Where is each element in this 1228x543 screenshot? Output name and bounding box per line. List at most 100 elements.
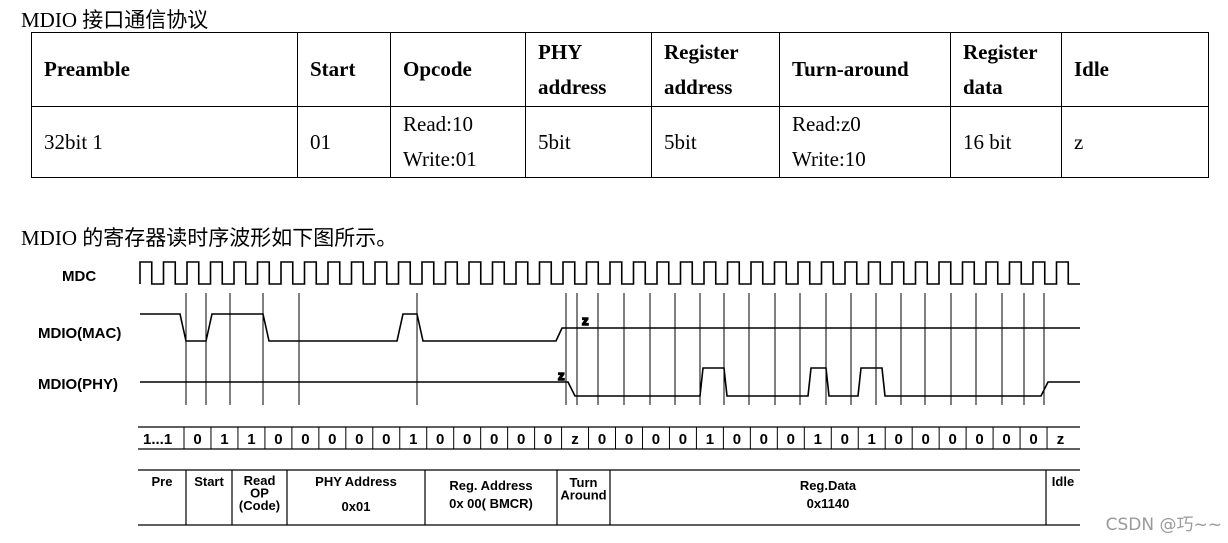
field-value: 0x01 bbox=[342, 499, 371, 514]
signal-label: MDIO(MAC) bbox=[38, 325, 121, 342]
cell-text: Turn-around bbox=[792, 57, 909, 81]
field-name: Reg.Data bbox=[800, 478, 857, 493]
frame-header-cell: Register data bbox=[950, 32, 1062, 107]
cell-text: Register bbox=[963, 39, 1038, 64]
cell-text: 16 bit bbox=[963, 129, 1012, 154]
frame-header-cell: Idle bbox=[1061, 32, 1209, 107]
frame-value-cell: 16 bit bbox=[950, 106, 1062, 178]
field-name: Start bbox=[194, 474, 224, 489]
bit-value: 0 bbox=[544, 431, 552, 448]
cell-text: data bbox=[963, 74, 1003, 99]
bit-value: 0 bbox=[895, 431, 903, 448]
bit-value: z bbox=[571, 431, 579, 448]
bit-value: 1 bbox=[868, 431, 876, 448]
cell-text: 5bit bbox=[538, 129, 571, 154]
bit-value: 0 bbox=[355, 431, 363, 448]
field-value: 0x 00( BMCR) bbox=[449, 496, 533, 511]
bit-value: 0 bbox=[517, 431, 525, 448]
bit-value: 0 bbox=[733, 431, 741, 448]
cell-text: address bbox=[538, 74, 607, 99]
bit-value: 1 bbox=[409, 431, 417, 448]
frame-value-cell: z bbox=[1061, 106, 1209, 178]
cell-text: PHY bbox=[538, 39, 583, 64]
field-name: Around bbox=[560, 488, 606, 503]
field-name: OP bbox=[250, 486, 269, 501]
cell-text: Read:z0 bbox=[792, 112, 861, 136]
frame-header-cell: Opcode bbox=[390, 32, 526, 107]
frame-header-cell: Start bbox=[297, 32, 391, 107]
bit-value: 0 bbox=[760, 431, 768, 448]
bit-value: 0 bbox=[1029, 431, 1037, 448]
bit-value: 1 bbox=[220, 431, 228, 448]
bit-value: 0 bbox=[490, 431, 498, 448]
bit-value: 0 bbox=[436, 431, 444, 448]
cell-text: 5bit bbox=[664, 129, 697, 154]
bit-value: z bbox=[1057, 431, 1065, 448]
frame-header-cell: PHY address bbox=[525, 32, 652, 107]
cell-text: Write:10 bbox=[792, 147, 866, 171]
frame-value-cell: 5bit bbox=[651, 106, 780, 178]
frame-header-cell: Register address bbox=[651, 32, 780, 107]
cell-text: Opcode bbox=[403, 57, 472, 81]
bit-value: 1 bbox=[814, 431, 822, 448]
z-marker: z bbox=[582, 313, 589, 328]
cell-text: 32bit 1 bbox=[44, 129, 103, 154]
bit-value: 0 bbox=[948, 431, 956, 448]
section1-title: MDIO 接口通信协议 bbox=[21, 8, 209, 32]
field-name: Turn bbox=[570, 475, 598, 490]
mdio-phy-wave bbox=[140, 367, 1080, 397]
cell-text: address bbox=[664, 74, 733, 99]
field-name: Reg. Address bbox=[449, 478, 532, 493]
section2-title: MDIO 的寄存器读时序波形如下图所示。 bbox=[21, 226, 398, 250]
bit-value: 0 bbox=[382, 431, 390, 448]
field-name: PHY Address bbox=[315, 474, 397, 489]
cell-text: z bbox=[1074, 129, 1084, 154]
cell-text: Idle bbox=[1074, 57, 1110, 81]
bit-value: 0 bbox=[787, 431, 795, 448]
field-name: Pre bbox=[152, 474, 173, 489]
field-value: 0x1140 bbox=[807, 496, 850, 511]
cell-text: Start bbox=[310, 57, 356, 81]
bit-value: 0 bbox=[841, 431, 849, 448]
csdn-watermark: CSDN @巧~~ bbox=[1105, 515, 1222, 535]
bit-value: 0 bbox=[301, 431, 309, 448]
bit-value: 1 bbox=[706, 431, 714, 448]
mdio-frame-table: Preamble Start Opcode PHY address Registe… bbox=[31, 32, 1209, 178]
frame-value-cell: 5bit bbox=[525, 106, 652, 178]
cell-text: Preamble bbox=[44, 57, 130, 81]
mdc-clock-wave bbox=[139, 261, 1080, 285]
field-name: (Code) bbox=[239, 498, 280, 513]
bit-value: 0 bbox=[463, 431, 471, 448]
bit-value: 0 bbox=[975, 431, 983, 448]
bit-value: 0 bbox=[1002, 431, 1010, 448]
bit-value: 1 bbox=[247, 431, 255, 448]
frame-header-cell: Preamble bbox=[31, 32, 298, 107]
signal-label: MDIO(PHY) bbox=[38, 376, 118, 393]
frame-value-cell: 32bit 1 bbox=[31, 106, 298, 178]
bit-value: 0 bbox=[328, 431, 336, 448]
bit-value: 0 bbox=[921, 431, 929, 448]
frame-header-cell: Turn-around bbox=[779, 32, 951, 107]
bit-value: 0 bbox=[679, 431, 687, 448]
bit-value: 0 bbox=[598, 431, 606, 448]
bit-value: 0 bbox=[193, 431, 201, 448]
field-name: Read bbox=[244, 473, 276, 488]
bit-value: 0 bbox=[274, 431, 282, 448]
mdio-read-timing-diagram: MDC MDIO(MAC) MDIO(PHY) z z 1...1 0 1 1 0 0 0 0 0 1… bbox=[38, 261, 1080, 526]
z-marker: z bbox=[558, 368, 565, 383]
cell-text: Write:01 bbox=[403, 147, 477, 171]
frame-value-cell: 01 bbox=[297, 106, 391, 178]
signal-label: MDC bbox=[62, 268, 96, 285]
bit-value: 1...1 bbox=[143, 431, 172, 448]
mdio-mac-wave bbox=[140, 313, 1080, 342]
frame-table-header-row: Preamble Start Opcode PHY address Registe… bbox=[31, 32, 1209, 107]
bit-value: 0 bbox=[652, 431, 660, 448]
bit-value: 0 bbox=[625, 431, 633, 448]
cell-text: 01 bbox=[310, 129, 331, 154]
cell-text: Register bbox=[664, 39, 739, 64]
cell-text: Read:10 bbox=[403, 112, 473, 136]
field-name: Idle bbox=[1052, 474, 1074, 489]
